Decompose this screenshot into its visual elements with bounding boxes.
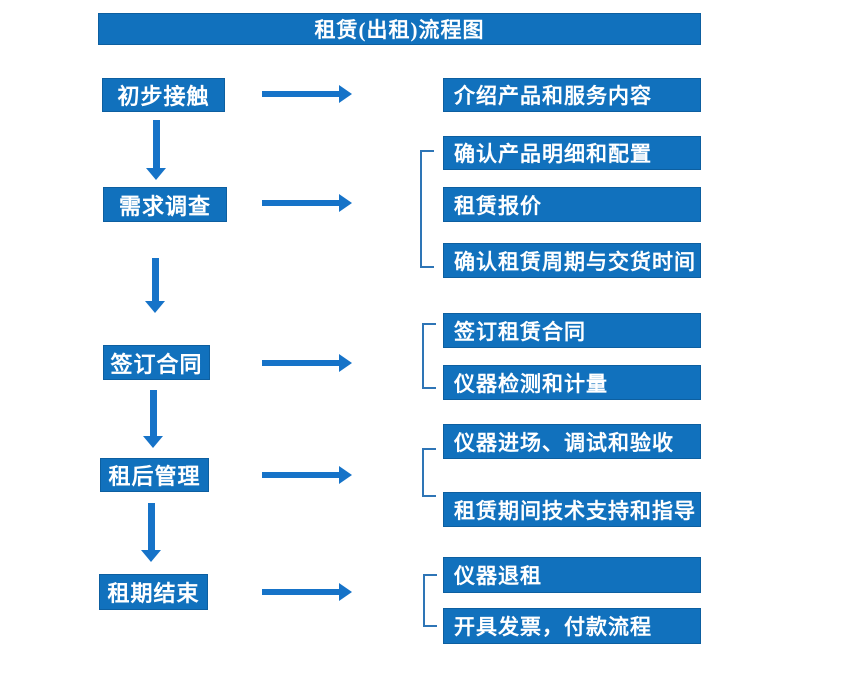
right-arrow-icon — [262, 85, 352, 103]
group-bracket-icon — [423, 574, 437, 627]
detail-label: 开具发票，付款流程 — [454, 615, 652, 639]
detail-box-invoice-payment: 开具发票，付款流程 — [443, 608, 701, 644]
step-box-demand-survey: 需求调查 — [103, 187, 227, 222]
detail-box-rental-quotation: 租赁报价 — [443, 187, 701, 222]
right-arrow-icon — [262, 466, 352, 484]
group-bracket-icon — [420, 150, 434, 268]
down-arrow-icon — [143, 390, 163, 448]
detail-box-introduce-products: 介绍产品和服务内容 — [443, 78, 701, 112]
step-label: 租后管理 — [108, 464, 201, 489]
step-label: 签订合同 — [110, 351, 203, 377]
down-arrow-icon — [146, 120, 166, 180]
detail-box-confirm-product-details: 确认产品明细和配置 — [443, 136, 701, 170]
right-arrow-icon — [262, 354, 352, 372]
detail-box-technical-support: 租赁期间技术支持和指导 — [443, 492, 701, 527]
detail-box-instrument-setup-acceptance: 仪器进场、调试和验收 — [443, 424, 701, 459]
detail-label: 租赁报价 — [454, 193, 542, 218]
step-box-post-rental-management: 租后管理 — [100, 458, 209, 492]
page-title: 租赁(出租)流程图 — [314, 18, 485, 42]
group-bracket-icon — [422, 323, 436, 389]
detail-label: 介绍产品和服务内容 — [454, 84, 652, 108]
detail-label: 租赁期间技术支持和指导 — [454, 498, 696, 523]
detail-label: 签订租赁合同 — [454, 319, 586, 344]
detail-box-sign-rental-contract: 签订租赁合同 — [443, 313, 701, 348]
detail-box-instrument-testing: 仪器检测和计量 — [443, 365, 701, 400]
step-box-sign-contract: 签订合同 — [103, 345, 210, 380]
detail-label: 仪器退租 — [454, 564, 542, 588]
right-arrow-icon — [262, 194, 352, 212]
step-label: 租期结束 — [107, 581, 200, 606]
detail-label: 仪器检测和计量 — [454, 371, 608, 396]
step-box-rental-end: 租期结束 — [99, 574, 208, 610]
title-bar: 租赁(出租)流程图 — [98, 13, 701, 45]
detail-box-confirm-rental-period: 确认租赁周期与交货时间 — [443, 243, 701, 278]
step-label: 初步接触 — [117, 84, 210, 109]
down-arrow-icon — [141, 503, 161, 562]
detail-label: 仪器进场、调试和验收 — [454, 430, 674, 455]
detail-label: 确认租赁周期与交货时间 — [454, 249, 696, 274]
detail-box-instrument-return: 仪器退租 — [443, 557, 701, 593]
step-box-initial-contact: 初步接触 — [102, 78, 225, 112]
detail-label: 确认产品明细和配置 — [454, 142, 652, 166]
group-bracket-icon — [422, 448, 436, 497]
right-arrow-icon — [262, 583, 352, 601]
step-label: 需求调查 — [118, 193, 211, 219]
down-arrow-icon — [145, 258, 165, 313]
